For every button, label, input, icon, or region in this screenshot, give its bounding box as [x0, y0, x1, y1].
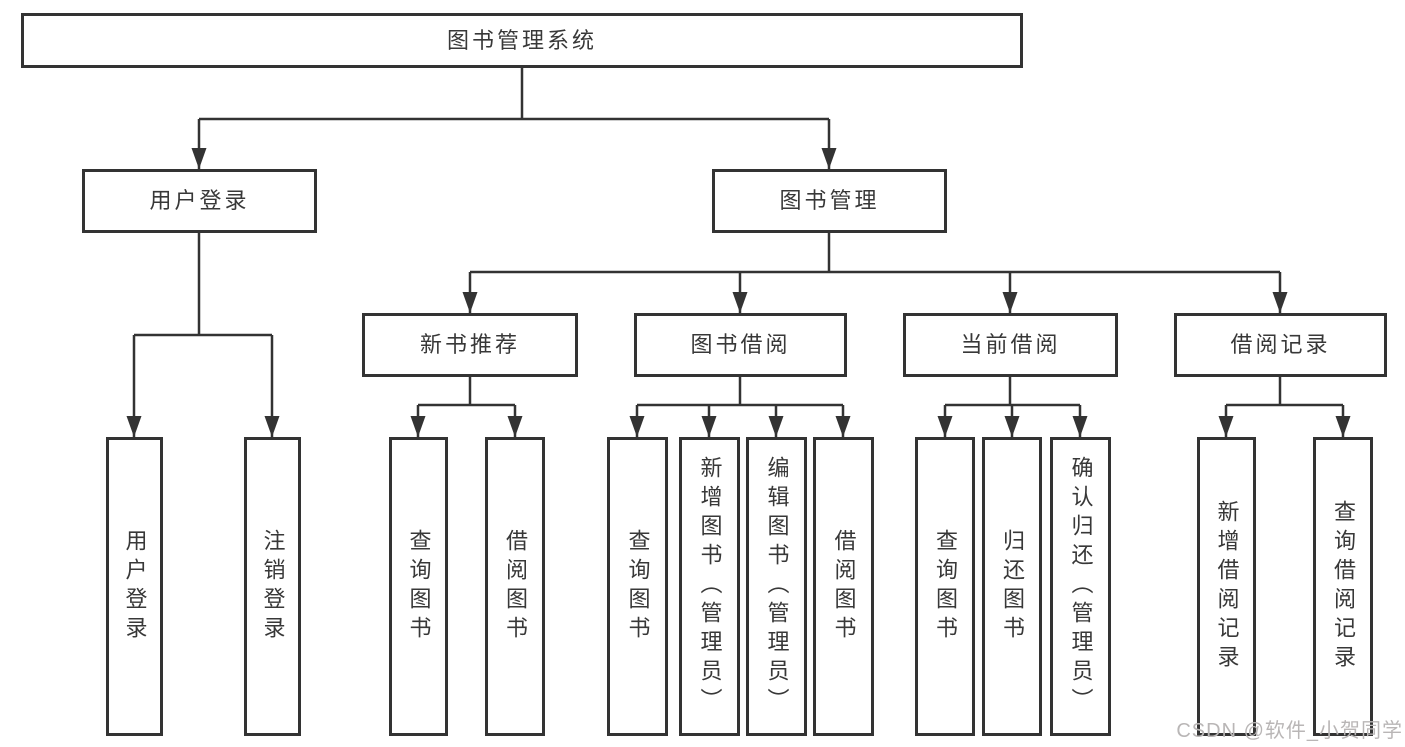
leaf-logout: 注销登录	[244, 437, 301, 736]
node-book-borrow-label: 图书借阅	[690, 332, 791, 357]
node-user-login-label: 用户登录	[149, 188, 250, 213]
node-borrow-records-label: 借阅记录	[1230, 332, 1331, 357]
leaf-query-borrow-record: 查询借阅记录	[1313, 437, 1373, 736]
connector-edges	[132, 68, 1345, 437]
node-current-borrow-label: 当前借阅	[960, 332, 1061, 357]
leaf-add-book-admin: 新增图书（管理员）	[679, 437, 740, 736]
leaf-confirm-return-admin-label: 确认归还（管理员）	[1068, 456, 1094, 717]
leaf-add-book-admin-label: 新增图书（管理员）	[697, 456, 723, 717]
node-book-borrow: 图书借阅	[634, 313, 847, 377]
leaf-borrow-books-label: 借阅图书	[831, 528, 857, 645]
leaf-return-book-label: 归还图书	[1000, 528, 1025, 645]
node-book-management-label: 图书管理	[779, 188, 880, 213]
node-current-borrow: 当前借阅	[903, 313, 1118, 377]
leaf-borrow-books-recommend: 借阅图书	[485, 437, 545, 736]
leaf-add-borrow-record-label: 新增借阅记录	[1214, 499, 1240, 674]
leaf-query-books-recommend-label: 查询图书	[406, 528, 432, 645]
leaf-add-borrow-record: 新增借阅记录	[1197, 437, 1256, 736]
leaf-query-books-current-label: 查询图书	[933, 528, 958, 645]
node-root: 图书管理系统	[21, 13, 1023, 68]
node-root-label: 图书管理系统	[446, 27, 597, 53]
leaf-query-books-recommend: 查询图书	[389, 437, 448, 736]
leaf-user-login: 用户登录	[106, 437, 163, 736]
node-new-book-recommend-label: 新书推荐	[419, 332, 520, 357]
leaf-edit-book-admin: 编辑图书（管理员）	[746, 437, 807, 736]
node-book-management: 图书管理	[712, 169, 947, 233]
leaf-user-login-label: 用户登录	[122, 528, 148, 645]
leaf-query-books-current: 查询图书	[915, 437, 975, 736]
leaf-confirm-return-admin: 确认归还（管理员）	[1050, 437, 1111, 736]
leaf-logout-label: 注销登录	[260, 528, 286, 645]
leaf-borrow-books: 借阅图书	[813, 437, 874, 736]
leaf-query-borrow-record-label: 查询借阅记录	[1331, 499, 1356, 674]
leaf-borrow-books-recommend-label: 借阅图书	[503, 528, 528, 645]
leaf-query-books-borrow: 查询图书	[607, 437, 668, 736]
connector-arrows	[126, 148, 1351, 437]
leaf-query-books-borrow-label: 查询图书	[625, 528, 651, 645]
node-user-login: 用户登录	[82, 169, 317, 233]
leaf-edit-book-admin-label: 编辑图书（管理员）	[764, 456, 790, 717]
node-borrow-records: 借阅记录	[1174, 313, 1387, 377]
node-new-book-recommend: 新书推荐	[362, 313, 578, 377]
leaf-return-book: 归还图书	[982, 437, 1042, 736]
csdn-watermark: CSDN @软件_小贺同学	[1176, 720, 1403, 742]
